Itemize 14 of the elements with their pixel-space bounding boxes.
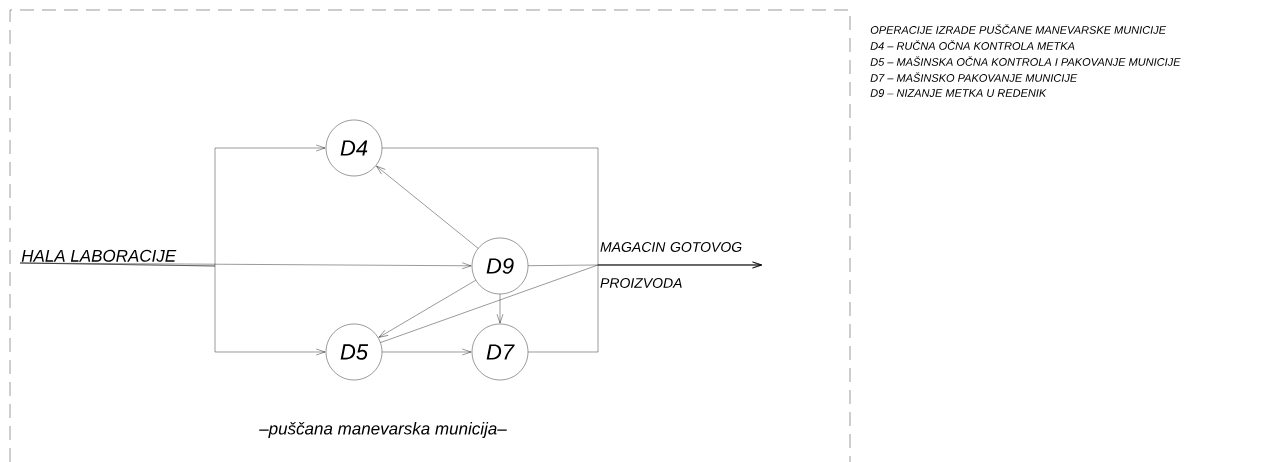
legend-text: OPERACIJE IZRADE PUŠČANE MANEVARSKE MUNICIJE — [870, 24, 1167, 34]
destination-label: MAGACIN GOTOVOG PROIZVODA — [600, 242, 742, 288]
arrow — [496, 294, 504, 324]
arrow — [528, 261, 762, 353]
legend-text: D7 – MAŠINSKO PAKOVANJE MUNICIJE — [870, 72, 1078, 82]
legend-text: D9 – NIZANJE METKA U REDENIK — [870, 89, 1047, 97]
source-label: HALA LABORACIJE — [21, 249, 177, 262]
arrow — [382, 348, 472, 356]
arrow — [376, 165, 479, 249]
arrow — [378, 280, 476, 338]
caption-text: –puščana manevarska municija– — [259, 422, 507, 438]
legend-text: D4 – RUČNA OČNA KONTROLA METKA — [870, 40, 1075, 50]
legend-text: D5 – MAŠINSKA OČNA KONTROLA I PAKOVANJE MUNICIJE — [870, 56, 1181, 66]
arrow — [19, 262, 326, 356]
